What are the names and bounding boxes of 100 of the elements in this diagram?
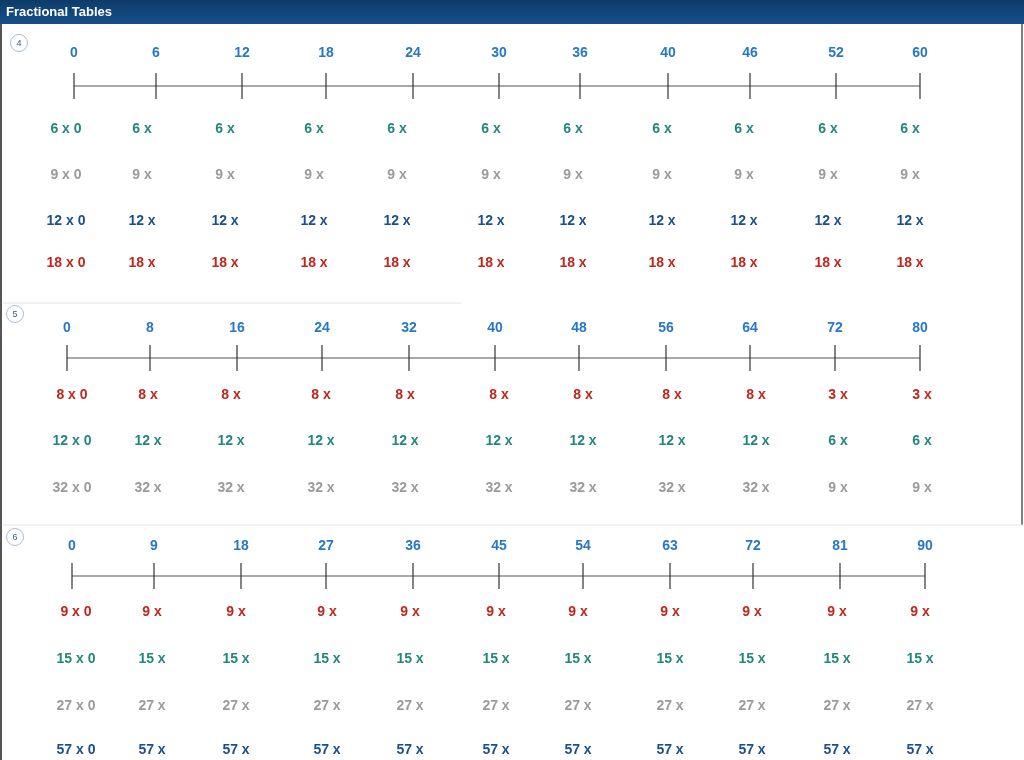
multiplication-prompt: 6 x bbox=[652, 120, 672, 136]
multiplication-prompt: 9 x bbox=[828, 479, 848, 495]
multiplication-prompt: 12 x bbox=[742, 432, 770, 448]
multiplication-prompt: 9 x bbox=[910, 603, 930, 619]
tick-value: 18 bbox=[233, 537, 249, 553]
multiplication-prompt: 9 x bbox=[400, 603, 420, 619]
multiplication-prompt: 15 x bbox=[906, 650, 934, 666]
multiplication-prompt: 57 x bbox=[564, 741, 592, 757]
multiplication-prompt: 6 x bbox=[563, 120, 583, 136]
multiplication-prompt: 9 x bbox=[827, 603, 847, 619]
multiplication-prompt: 32 x bbox=[307, 479, 335, 495]
question-number: 5 bbox=[6, 305, 24, 323]
multiplication-prompt: 8 x bbox=[395, 386, 415, 402]
tick-value: 18 bbox=[318, 44, 334, 60]
multiplication-prompt: 32 x 0 bbox=[52, 479, 92, 495]
tick-value: 80 bbox=[912, 319, 928, 335]
multiplication-prompt: 32 x bbox=[742, 479, 770, 495]
multiplication-prompt: 6 x bbox=[215, 120, 235, 136]
tick-value: 12 bbox=[234, 44, 250, 60]
tick-value: 27 bbox=[318, 537, 334, 553]
tick-value: 54 bbox=[575, 537, 591, 553]
tick-value: 24 bbox=[314, 319, 330, 335]
multiplication-prompt: 27 x bbox=[222, 697, 250, 713]
multiplication-prompt: 6 x bbox=[734, 120, 754, 136]
tick-value: 45 bbox=[491, 537, 507, 553]
multiplication-prompt: 12 x bbox=[559, 212, 587, 228]
multiplication-prompt: 12 x bbox=[485, 432, 513, 448]
multiplication-prompt: 15 x 0 bbox=[56, 650, 96, 666]
multiplication-prompt: 12 x bbox=[134, 432, 162, 448]
multiplication-prompt: 9 x bbox=[742, 603, 762, 619]
multiplication-prompt: 12 x bbox=[658, 432, 686, 448]
multiplication-prompt: 9 x bbox=[142, 603, 162, 619]
multiplication-prompt: 6 x bbox=[900, 120, 920, 136]
page-title: Fractional Tables bbox=[6, 4, 112, 20]
tick-value: 81 bbox=[832, 537, 848, 553]
multiplication-prompt: 15 x bbox=[823, 650, 851, 666]
multiplication-prompt: 12 x bbox=[128, 212, 156, 228]
multiplication-prompt: 9 x bbox=[818, 166, 838, 182]
multiplication-prompt: 6 x bbox=[132, 120, 152, 136]
multiplication-prompt: 6 x bbox=[828, 432, 848, 448]
multiplication-prompt: 15 x bbox=[564, 650, 592, 666]
multiplication-prompt: 9 x 0 bbox=[60, 603, 92, 619]
multiplication-prompt: 12 x 0 bbox=[46, 212, 86, 228]
multiplication-prompt: 15 x bbox=[138, 650, 166, 666]
tick-value: 0 bbox=[70, 44, 78, 60]
multiplication-prompt: 27 x bbox=[656, 697, 684, 713]
multiplication-prompt: 18 x bbox=[300, 254, 328, 270]
multiplication-prompt: 3 x bbox=[912, 386, 932, 402]
multiplication-prompt: 27 x bbox=[823, 697, 851, 713]
multiplication-prompt: 27 x bbox=[396, 697, 424, 713]
multiplication-prompt: 18 x bbox=[814, 254, 842, 270]
tick-value: 40 bbox=[660, 44, 676, 60]
tick-value: 36 bbox=[572, 44, 588, 60]
multiplication-prompt: 32 x bbox=[485, 479, 513, 495]
tick-value: 9 bbox=[150, 537, 158, 553]
multiplication-prompt: 18 x bbox=[559, 254, 587, 270]
multiplication-prompt: 12 x bbox=[730, 212, 758, 228]
multiplication-prompt: 9 x bbox=[132, 166, 152, 182]
multiplication-prompt: 8 x 0 bbox=[56, 386, 88, 402]
multiplication-prompt: 15 x bbox=[313, 650, 341, 666]
tick-value: 8 bbox=[146, 319, 154, 335]
multiplication-prompt: 9 x bbox=[215, 166, 235, 182]
multiplication-prompt: 57 x 0 bbox=[56, 741, 96, 757]
multiplication-prompt: 12 x bbox=[391, 432, 419, 448]
multiplication-prompt: 12 x bbox=[814, 212, 842, 228]
multiplication-prompt: 32 x bbox=[391, 479, 419, 495]
multiplication-prompt: 57 x bbox=[396, 741, 424, 757]
multiplication-prompt: 6 x bbox=[818, 120, 838, 136]
multiplication-prompt: 9 x bbox=[563, 166, 583, 182]
multiplication-prompt: 12 x 0 bbox=[52, 432, 92, 448]
multiplication-prompt: 18 x bbox=[730, 254, 758, 270]
question-number: 6 bbox=[6, 528, 24, 546]
multiplication-prompt: 9 x bbox=[481, 166, 501, 182]
multiplication-prompt: 27 x bbox=[313, 697, 341, 713]
tick-value: 24 bbox=[405, 44, 421, 60]
multiplication-prompt: 32 x bbox=[569, 479, 597, 495]
multiplication-prompt: 8 x bbox=[662, 386, 682, 402]
tick-value: 6 bbox=[152, 44, 160, 60]
multiplication-prompt: 9 x bbox=[568, 603, 588, 619]
tick-value: 0 bbox=[63, 319, 71, 335]
multiplication-prompt: 9 x bbox=[900, 166, 920, 182]
multiplication-prompt: 57 x bbox=[138, 741, 166, 757]
multiplication-prompt: 18 x 0 bbox=[46, 254, 86, 270]
multiplication-prompt: 6 x 0 bbox=[50, 120, 82, 136]
multiplication-prompt: 57 x bbox=[313, 741, 341, 757]
multiplication-prompt: 57 x bbox=[482, 741, 510, 757]
multiplication-prompt: 8 x bbox=[746, 386, 766, 402]
tick-value: 56 bbox=[658, 319, 674, 335]
multiplication-prompt: 9 x bbox=[304, 166, 324, 182]
multiplication-prompt: 8 x bbox=[138, 386, 158, 402]
multiplication-prompt: 27 x bbox=[906, 697, 934, 713]
tick-value: 36 bbox=[405, 537, 421, 553]
tick-value: 16 bbox=[229, 319, 245, 335]
multiplication-prompt: 8 x bbox=[221, 386, 241, 402]
multiplication-prompt: 12 x bbox=[896, 212, 924, 228]
multiplication-prompt: 57 x bbox=[222, 741, 250, 757]
multiplication-prompt: 32 x bbox=[658, 479, 686, 495]
multiplication-prompt: 27 x bbox=[564, 697, 592, 713]
tick-value: 32 bbox=[401, 319, 417, 335]
multiplication-prompt: 57 x bbox=[906, 741, 934, 757]
